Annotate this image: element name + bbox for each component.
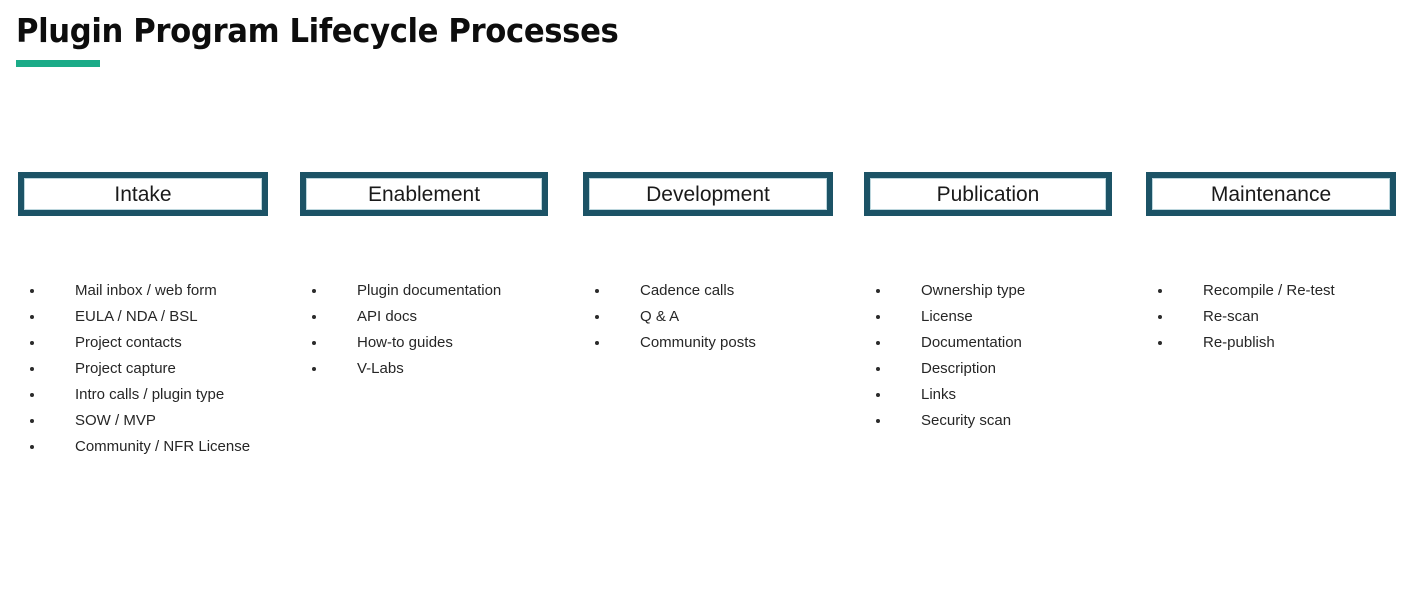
- list-item-label: How-to guides: [357, 334, 453, 351]
- bullet-dot-icon: [1158, 289, 1162, 293]
- list-item-label: Community posts: [640, 334, 756, 351]
- list-item-label: Community / NFR License: [75, 438, 251, 455]
- list-item-label: Re-publish: [1203, 334, 1275, 351]
- bullet-dot-icon: [312, 367, 316, 371]
- bullet-dot-icon: [595, 315, 599, 319]
- bullet-dot-icon: [30, 419, 34, 423]
- bullet-dot-icon: [30, 393, 34, 397]
- list-item-label: Documentation: [921, 334, 1022, 351]
- bullet-dot-icon: [1158, 315, 1162, 319]
- list-item: License: [876, 304, 1176, 330]
- list-item: Community posts: [595, 330, 895, 356]
- list-item: Intro calls / plugin type: [30, 382, 330, 408]
- bullet-dot-icon: [30, 315, 34, 319]
- list-item-label: Re-scan: [1203, 308, 1259, 325]
- page-title: Plugin Program Lifecycle Processes: [16, 11, 619, 50]
- phase-box-intake[interactable]: Intake: [18, 172, 268, 216]
- bullet-dot-icon: [312, 315, 316, 319]
- bullet-dot-icon: [876, 393, 880, 397]
- phase-label-development: Development: [646, 182, 770, 206]
- list-item-label: Q & A: [640, 308, 680, 325]
- phase-label-intake: Intake: [114, 182, 172, 206]
- list-item: Community / NFR License: [30, 434, 330, 460]
- bullet-dot-icon: [30, 367, 34, 371]
- bullet-dot-icon: [876, 419, 880, 423]
- bullet-dot-icon: [312, 341, 316, 345]
- list-item: Project contacts: [30, 330, 330, 356]
- phase-label-maintenance: Maintenance: [1210, 182, 1332, 206]
- bullet-dot-icon: [312, 289, 316, 293]
- bullet-dot-icon: [1158, 341, 1162, 345]
- list-item-label: Mail inbox / web form: [75, 282, 217, 299]
- list-item: Re-publish: [1158, 330, 1427, 356]
- list-item-label: Project capture: [75, 360, 176, 377]
- list-item: Security scan: [876, 408, 1176, 434]
- list-item: V-Labs: [312, 356, 612, 382]
- list-item-label: API docs: [357, 308, 418, 325]
- bullet-dot-icon: [876, 341, 880, 345]
- list-item-label: Recompile / Re-test: [1203, 282, 1335, 299]
- phase-box-maintenance[interactable]: Maintenance: [1146, 172, 1396, 216]
- title-block: Plugin Program Lifecycle Processes: [16, 10, 1016, 67]
- phase-box-development[interactable]: Development: [583, 172, 833, 216]
- list-item: EULA / NDA / BSL: [30, 304, 330, 330]
- bullet-list-intake: Mail inbox / web form EULA / NDA / BSL P…: [30, 278, 330, 460]
- bullet-list-enablement: Plugin documentation API docs How-to gui…: [312, 278, 612, 382]
- lifecycle-column-intake: Intake Mail inbox / web form EULA / NDA …: [18, 172, 268, 455]
- list-item: API docs: [312, 304, 612, 330]
- phase-label-enablement: Enablement: [367, 182, 481, 206]
- list-item-label: License: [921, 308, 973, 325]
- list-item-label: Security scan: [921, 412, 1012, 429]
- list-item: How-to guides: [312, 330, 612, 356]
- title-accent-bar: [16, 60, 100, 67]
- bullet-dot-icon: [30, 289, 34, 293]
- list-item-label: Ownership type: [921, 282, 1026, 299]
- list-item-label: EULA / NDA / BSL: [75, 308, 198, 325]
- list-item-label: Plugin documentation: [357, 282, 502, 299]
- list-item-label: Intro calls / plugin type: [75, 386, 225, 403]
- bullet-list-publication: Ownership type License Documentation Des…: [876, 278, 1176, 434]
- list-item: Links: [876, 382, 1176, 408]
- lifecycle-column-enablement: Enablement Plugin documentation API docs…: [300, 172, 548, 377]
- lifecycle-column-development: Development Cadence calls Q & A Communit…: [583, 172, 833, 351]
- phase-label-publication: Publication: [936, 182, 1040, 206]
- bullet-dot-icon: [876, 367, 880, 371]
- list-item-label: Description: [921, 360, 997, 377]
- bullet-dot-icon: [876, 315, 880, 319]
- list-item-label: Cadence calls: [640, 282, 735, 299]
- list-item-label: Links: [921, 386, 957, 403]
- list-item-label: V-Labs: [357, 360, 404, 377]
- list-item: Mail inbox / web form: [30, 278, 330, 304]
- list-item: Description: [876, 356, 1176, 382]
- lifecycle-column-maintenance: Maintenance Recompile / Re-test Re-scan …: [1146, 172, 1396, 351]
- list-item: Cadence calls: [595, 278, 895, 304]
- bullet-dot-icon: [30, 445, 34, 449]
- phase-box-enablement[interactable]: Enablement: [300, 172, 548, 216]
- list-item: Recompile / Re-test: [1158, 278, 1427, 304]
- bullet-dot-icon: [595, 341, 599, 345]
- bullet-dot-icon: [595, 289, 599, 293]
- list-item-label: Project contacts: [75, 334, 182, 351]
- list-item: Ownership type: [876, 278, 1176, 304]
- list-item: SOW / MVP: [30, 408, 330, 434]
- bullet-dot-icon: [30, 341, 34, 345]
- list-item: Plugin documentation: [312, 278, 612, 304]
- list-item: Project capture: [30, 356, 330, 382]
- list-item: Q & A: [595, 304, 895, 330]
- bullet-list-development: Cadence calls Q & A Community posts: [595, 278, 895, 356]
- lifecycle-column-publication: Publication Ownership type License Docum…: [864, 172, 1112, 429]
- list-item: Re-scan: [1158, 304, 1427, 330]
- bullet-dot-icon: [876, 289, 880, 293]
- list-item: Documentation: [876, 330, 1176, 356]
- phase-box-publication[interactable]: Publication: [864, 172, 1112, 216]
- list-item-label: SOW / MVP: [75, 412, 156, 429]
- bullet-list-maintenance: Recompile / Re-test Re-scan Re-publish: [1158, 278, 1427, 356]
